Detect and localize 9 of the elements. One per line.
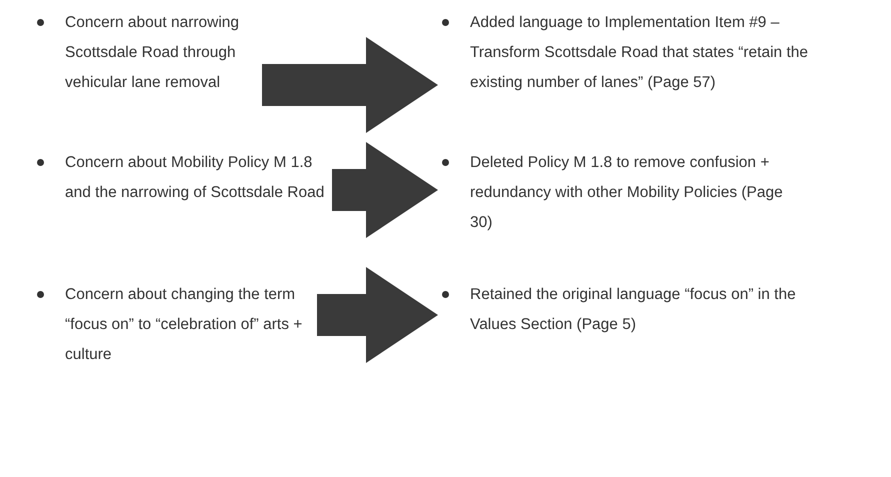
bullet-text: Retained the original language “focus on” in the Values Section (Page 5)	[470, 285, 797, 335]
bullet-text: Concern about narrowing Scottsdale Road through vehicular lane removal	[65, 13, 240, 93]
bullet-text: Concern about changing the term “focus on” to “celebration of” arts + culture	[65, 285, 304, 365]
block-arrow	[317, 267, 438, 363]
bullet-text: Added language to Implementation Item #9 – Transform Scottsdale Road that states “retain the existing number of lanes” (Page 57)	[470, 13, 810, 93]
block-arrow	[262, 37, 438, 133]
bullet-text: Deleted Policy M 1.8 to remove confusion + redundancy with other Mobility Policies (Page 30)	[470, 153, 784, 233]
bullet-text: Concern about Mobility Policy M 1.8 and the narrowing of Scottsdale Road	[65, 153, 326, 203]
block-arrow	[332, 142, 438, 238]
